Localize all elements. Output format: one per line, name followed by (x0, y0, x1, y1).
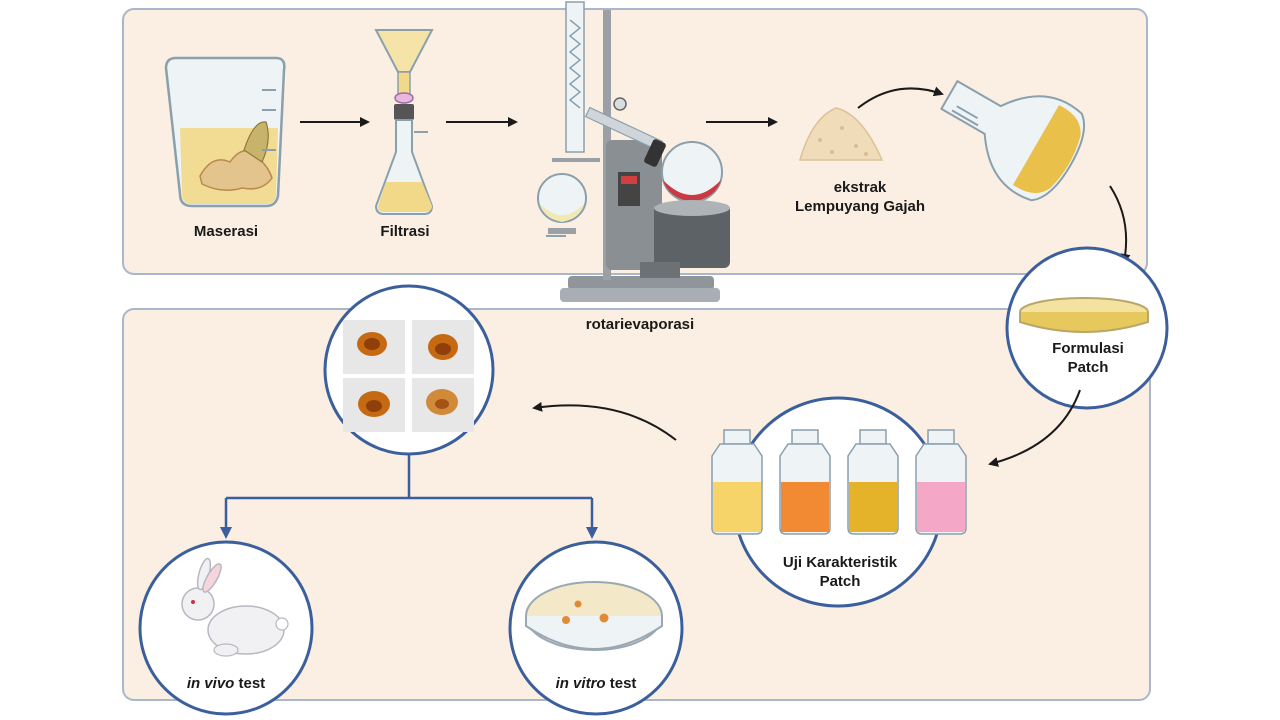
label-formulasi-line2: Patch (1067, 359, 1109, 376)
label-uji-line1: Uji Karakteristik (782, 554, 898, 571)
label-invivo-italic: in vivo (186, 675, 235, 692)
patch-photo-icon (343, 320, 474, 432)
label-formulasi-line1: Formulasi (1052, 340, 1124, 357)
label-rotarievaporasi: rotarievaporasi (585, 316, 695, 333)
label-invivo-rest: test (234, 675, 266, 692)
funnel-flask-icon (374, 29, 434, 215)
label-uji: Uji Karakteristik Patch (770, 553, 910, 591)
label-ekstrak: ekstrak Lempuyang Gajah (780, 178, 940, 216)
label-formulasi: Formulasi Patch (1030, 339, 1146, 377)
label-filtrasi: Filtrasi (380, 223, 430, 240)
powder-pile-icon (799, 107, 884, 161)
petri-dish-icon (525, 581, 663, 651)
label-invitro-italic: in vitro (555, 675, 606, 692)
arrow-ekstrak-flask (857, 86, 944, 109)
label-ekstrak-line1: ekstrak (833, 179, 887, 196)
beaker-icon (164, 56, 286, 208)
rabbit-icon (181, 557, 289, 657)
arrow-uji-photos (532, 401, 677, 441)
label-uji-line2: Patch (819, 573, 861, 590)
rotary-evaporator-icon (537, 1, 730, 302)
bottle-icon (711, 429, 967, 535)
label-maserasi: Maserasi (193, 223, 259, 240)
arrow-formulasi-uji (988, 389, 1081, 467)
arrow-flask-formulasi (1109, 185, 1131, 264)
label-invitro-rest: test (605, 675, 637, 692)
label-invitro: in vitro test (534, 674, 658, 693)
volumetric-flask-icon (940, 79, 1086, 202)
petri-dish-icon (1019, 297, 1149, 333)
label-invivo: in vivo test (166, 674, 286, 693)
branch-connector (220, 454, 598, 539)
label-ekstrak-line2: Lempuyang Gajah (794, 198, 926, 215)
